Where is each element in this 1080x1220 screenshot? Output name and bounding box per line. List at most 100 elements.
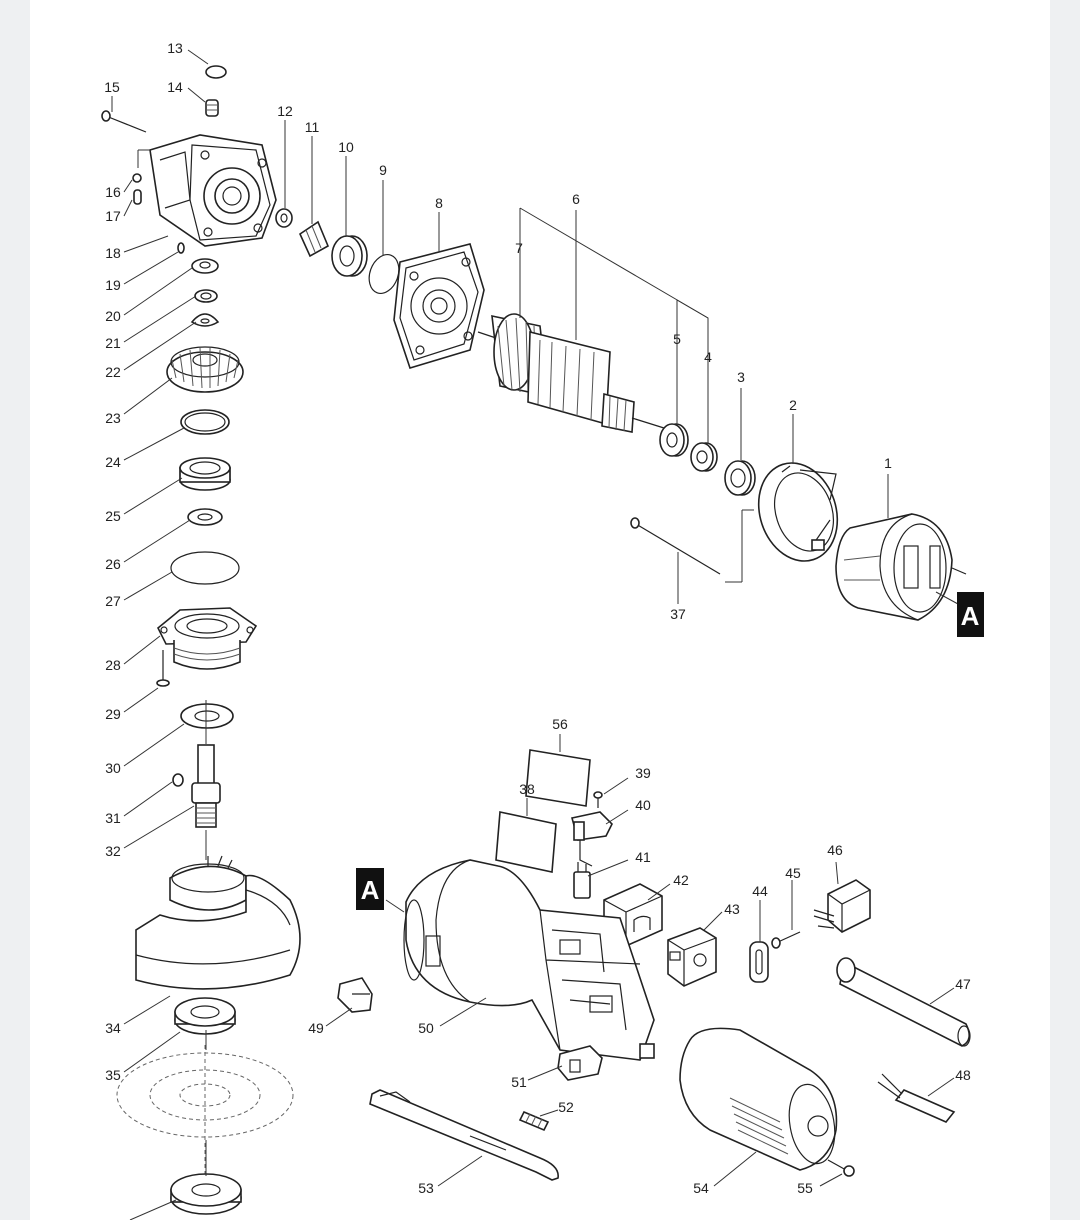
part-label-12: 12 — [277, 103, 293, 119]
part-label-53: 53 — [418, 1180, 434, 1196]
part-label-13: 13 — [167, 40, 183, 56]
part-37-drawing — [630, 517, 721, 575]
part-4-drawing — [690, 442, 718, 472]
part-label-50: 50 — [418, 1020, 434, 1036]
part-52-drawing — [518, 1110, 550, 1132]
part-46-drawing — [813, 879, 871, 933]
part-label-56: 56 — [552, 716, 568, 732]
part-label-1: 1 — [884, 455, 892, 471]
lock-nut-drawing — [170, 1173, 242, 1215]
part-6-drawing — [477, 313, 665, 433]
part-17-drawing — [133, 189, 142, 205]
part-13-drawing — [205, 65, 227, 79]
part-label-16: 16 — [105, 184, 121, 200]
part-label-7: 7 — [515, 240, 523, 256]
part-label-8: 8 — [435, 195, 443, 211]
part-label-26: 26 — [105, 556, 121, 572]
part-3-drawing — [724, 460, 756, 496]
connection-marker-bottom: A — [356, 868, 384, 910]
part-8-drawing — [393, 243, 485, 369]
part-25-drawing — [179, 457, 231, 491]
part-label-15: 15 — [104, 79, 120, 95]
part-label-10: 10 — [338, 139, 354, 155]
marker-a-top-label: A — [961, 601, 980, 631]
part-21-drawing — [194, 289, 218, 303]
part-29-drawing — [156, 650, 170, 687]
part-41-drawing — [573, 862, 591, 899]
part-label-51: 51 — [511, 1074, 527, 1090]
part-label-31: 31 — [105, 810, 121, 826]
part-47-drawing — [836, 957, 971, 1047]
part-label-29: 29 — [105, 706, 121, 722]
part-label-14: 14 — [167, 79, 183, 95]
part-label-23: 23 — [105, 410, 121, 426]
part-23-drawing — [166, 346, 244, 393]
part-48-drawing — [877, 1073, 956, 1123]
part-11-drawing — [298, 220, 330, 258]
part-label-19: 19 — [105, 277, 121, 293]
part-26-drawing — [187, 508, 223, 526]
part-label-32: 32 — [105, 843, 121, 859]
part-label-44: 44 — [752, 883, 768, 899]
part-1-drawing — [835, 513, 967, 621]
part-label-52: 52 — [558, 1099, 574, 1115]
part-label-45: 45 — [785, 865, 801, 881]
part-44-drawing — [749, 941, 769, 983]
part-27-drawing — [170, 551, 240, 585]
part-label-34: 34 — [105, 1020, 121, 1036]
part-32-drawing — [191, 744, 221, 828]
part-label-9: 9 — [379, 162, 387, 178]
part-53-drawing — [369, 1089, 559, 1181]
part-label-2: 2 — [789, 397, 797, 413]
part-label-38: 38 — [519, 781, 535, 797]
part-label-55: 55 — [797, 1180, 813, 1196]
part-label-11: 11 — [305, 119, 320, 135]
grinding-wheel-outline — [116, 1045, 294, 1175]
part-label-4: 4 — [704, 349, 712, 365]
part-35-drawing — [174, 997, 236, 1035]
part-label-18: 18 — [105, 245, 121, 261]
part-label-3: 3 — [737, 369, 745, 385]
part-34-drawing — [135, 874, 301, 990]
part-15-drawing — [101, 110, 147, 133]
part-9-drawing — [368, 254, 400, 294]
part-28-drawing — [156, 607, 258, 670]
part-label-5: 5 — [673, 331, 681, 347]
part-31-drawing — [172, 773, 184, 787]
part-label-20: 20 — [105, 308, 121, 324]
part-label-6: 6 — [572, 191, 580, 207]
part-18-drawing — [149, 134, 277, 247]
part-30-drawing — [180, 703, 234, 729]
part-16-drawing — [132, 173, 142, 183]
part-label-42: 42 — [673, 872, 689, 888]
part-label-49: 49 — [308, 1020, 324, 1036]
part-22-drawing — [190, 313, 220, 327]
part-label-40: 40 — [635, 797, 651, 813]
part-label-48: 48 — [955, 1067, 971, 1083]
part-label-25: 25 — [105, 508, 121, 524]
part-12-drawing — [275, 208, 293, 228]
marker-a-bottom-label: A — [361, 875, 380, 905]
part-label-24: 24 — [105, 454, 121, 470]
part-2-drawing — [757, 462, 839, 562]
part-label-30: 30 — [105, 760, 121, 776]
part-39-drawing — [593, 791, 603, 808]
part-label-28: 28 — [105, 657, 121, 673]
part-label-21: 21 — [105, 335, 121, 351]
part-labels: 13 14 15 12 11 10 9 8 6 7 5 4 3 2 1 37 1… — [104, 40, 971, 1196]
part-label-46: 46 — [827, 842, 843, 858]
part-38-drawing — [495, 811, 557, 873]
part-19-drawing — [177, 242, 185, 254]
connection-marker-top: A — [957, 592, 984, 637]
part-45-drawing — [771, 931, 801, 949]
part-label-43: 43 — [724, 901, 740, 917]
part-20-drawing — [191, 258, 219, 274]
wheel-guard-drawing — [169, 855, 247, 911]
part-49-drawing — [337, 977, 373, 1013]
part-label-35: 35 — [105, 1067, 121, 1083]
part-5-drawing — [659, 423, 689, 457]
part-label-47: 47 — [955, 976, 971, 992]
part-label-22: 22 — [105, 364, 121, 380]
part-55-drawing — [827, 1159, 855, 1177]
part-label-17: 17 — [105, 208, 121, 224]
